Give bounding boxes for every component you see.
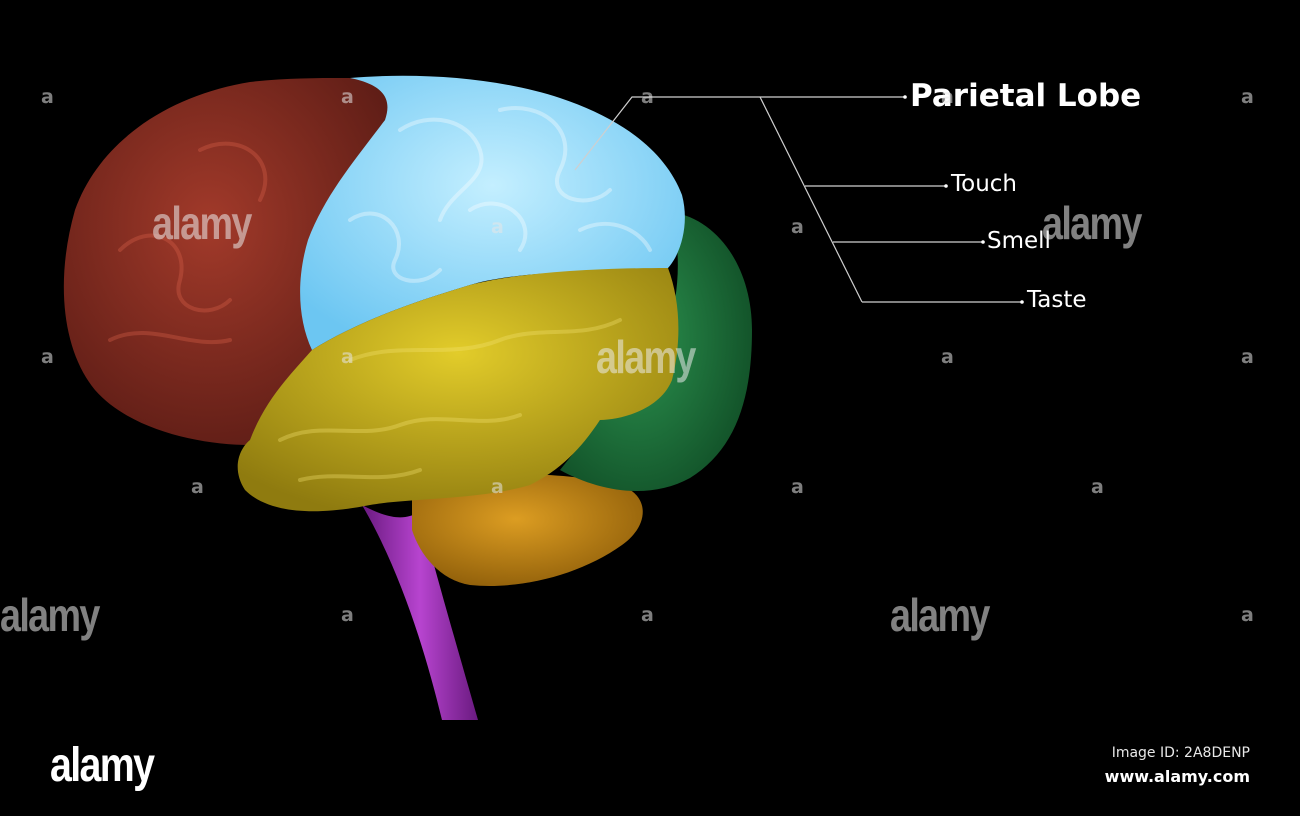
occipital-lobe <box>560 212 752 492</box>
parietal-gyri <box>348 106 652 283</box>
parietal-lobe <box>300 75 685 351</box>
watermark-word: alamy <box>1042 197 1142 249</box>
watermark-letter: a <box>641 86 654 108</box>
watermark-letter: a <box>791 476 804 498</box>
cerebellum <box>412 474 643 586</box>
label-parietal-lobe: Parietal Lobe <box>910 78 1142 114</box>
watermark-letter: a <box>491 216 504 238</box>
leader-lines <box>574 96 1022 303</box>
brainstem <box>362 505 478 720</box>
watermark-word: alamy <box>890 589 990 641</box>
watermark-letter: a <box>1241 86 1254 108</box>
watermark-letter: a <box>941 346 954 368</box>
label-smell: Smell <box>987 228 1051 254</box>
leader-line-branch <box>759 96 863 303</box>
leader-dots <box>903 95 1024 304</box>
watermark-letter: a <box>41 346 54 368</box>
leader-line-parietal-lobe <box>574 96 905 171</box>
label-touch: Touch <box>951 171 1018 197</box>
watermark-letter: a <box>341 86 354 108</box>
watermark-word: alamy <box>152 197 252 249</box>
watermark-letter: a <box>491 476 504 498</box>
watermark-letter: a <box>341 346 354 368</box>
temporal-gyri <box>278 318 622 482</box>
alamy-logo: alamy <box>50 739 155 792</box>
temporal-lobe <box>237 268 679 512</box>
watermark-word: alamy <box>596 331 696 383</box>
watermark-letter: a <box>1241 346 1254 368</box>
watermark-letter: a <box>191 476 204 498</box>
watermark-letter: a <box>791 216 804 238</box>
site-url: www.alamy.com <box>1104 767 1250 786</box>
frontal-lobe <box>63 78 389 445</box>
watermark-letter: a <box>641 604 654 626</box>
watermark-letter: a <box>1241 604 1254 626</box>
watermark-letter: a <box>1091 476 1104 498</box>
watermark-letter: a <box>41 86 54 108</box>
image-id-text: Image ID: 2A8DENP <box>1111 745 1250 761</box>
watermark-word: alamy <box>0 589 100 641</box>
watermark-letter: a <box>941 86 954 108</box>
frontal-gyri <box>108 141 268 345</box>
watermark-letter: a <box>341 604 354 626</box>
label-taste: Taste <box>1027 287 1087 313</box>
